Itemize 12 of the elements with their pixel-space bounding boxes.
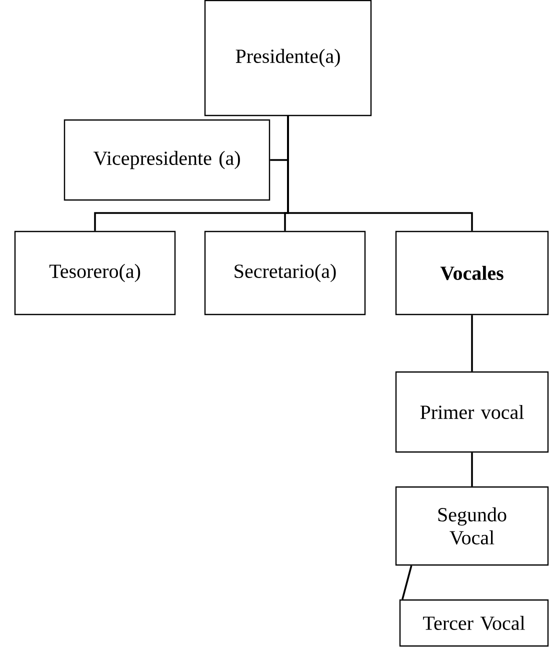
- org-box: Secretario(a): [204, 230, 366, 316]
- org-box: Vocales: [395, 230, 549, 316]
- connector-line: [471, 315, 473, 372]
- org-box: Presidente(a): [204, 0, 372, 116]
- org-box: Segundo Vocal: [395, 486, 549, 566]
- connector-line: [471, 452, 473, 486]
- org-box: Primer vocal: [395, 371, 549, 453]
- org-box: Tercer Vocal: [399, 599, 549, 647]
- org-box: Tesorero(a): [14, 230, 176, 316]
- connector-line: [402, 565, 412, 600]
- org-box: Vicepresidente (a): [64, 119, 270, 201]
- connector-line: [287, 116, 473, 231]
